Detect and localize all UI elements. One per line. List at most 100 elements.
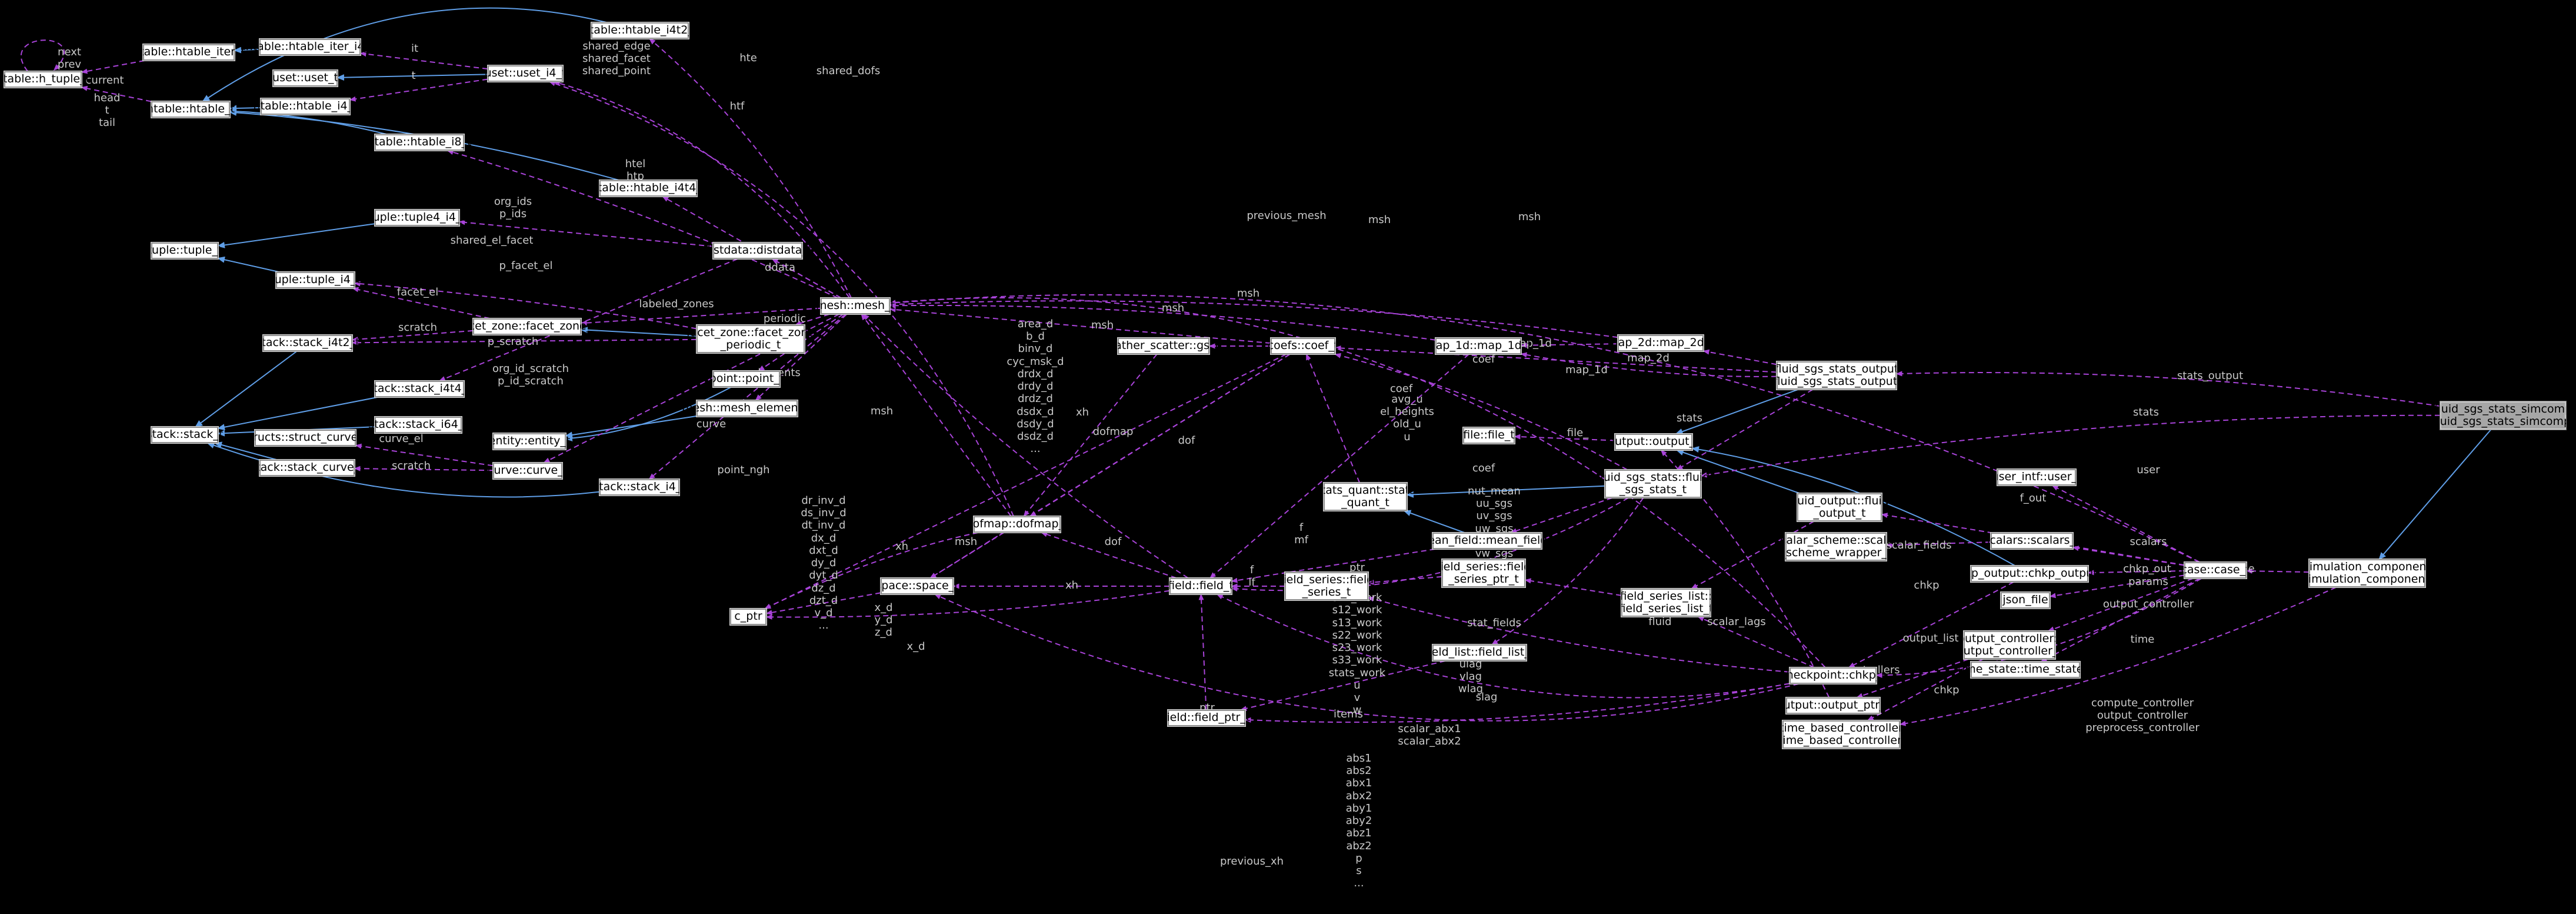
graph-edge-use	[1867, 659, 1984, 721]
graph-edge-inherit	[217, 397, 378, 431]
graph-node-simulation_component[interactable]: simulation_component ::simulation_compon…	[2295, 559, 2440, 588]
graph-edge-use	[765, 592, 881, 616]
graph-node-h_tuple[interactable]: htable::h_tuple_t	[0, 71, 90, 88]
graph-node-file[interactable]: file::file_t	[1462, 427, 1515, 444]
graph-node-uset_i4[interactable]: uset::uset_i4_t	[485, 65, 566, 82]
edge-label: f lf	[1248, 564, 1255, 589]
graph-node-htable_i4[interactable]: htable::htable_i4_t	[254, 98, 357, 115]
edge-label: shared_el_facet	[450, 234, 534, 247]
edge-label: chkp	[1934, 684, 1960, 696]
graph-edge-inherit	[1675, 389, 1798, 435]
edge-label: scalar_lags	[1707, 616, 1766, 628]
graph-node-output_ptr[interactable]: output::output_ptr_t	[1777, 697, 1889, 714]
edge-label: stats_output	[2177, 370, 2244, 382]
graph-node-time_state[interactable]: time_state::time_state_t	[1958, 661, 2093, 679]
graph-node-space[interactable]: space::space_t	[875, 577, 959, 595]
edge-label: ulag vlag wlag	[1458, 658, 1484, 696]
graph-edge-use	[81, 85, 152, 102]
graph-node-case[interactable]: case::case_t	[2181, 561, 2250, 579]
graph-node-stack_i4t2[interactable]: stack::stack_i4t2_t	[255, 334, 360, 352]
graph-node-user[interactable]: user_intf::user_t	[1992, 468, 2081, 486]
graph-node-htable_i4t4[interactable]: htable::htable_i4t4_t	[591, 180, 706, 197]
edge-label: msh	[1368, 214, 1391, 226]
graph-node-field_series_list[interactable]: field_series_list:: field_series_list_t	[1618, 588, 1714, 617]
graph-edge-use	[1520, 343, 1618, 348]
edge-label: abs1 abs2 abx1 abx2 aby1 aby2 abz1 abz2 …	[1345, 752, 1372, 890]
graph-node-field_series_ptr[interactable]: field_series::field _series_ptr_t	[1437, 559, 1531, 588]
graph-edge-use	[2049, 574, 2185, 599]
graph-edge-use	[1231, 549, 1435, 583]
graph-node-chkp_output[interactable]: chkp_output::chkp_output_t	[1951, 565, 2108, 583]
graph-node-coef[interactable]: coefs::coef_t	[1268, 337, 1338, 355]
graph-edge-inherit	[1403, 510, 1465, 533]
graph-node-map_1d[interactable]: map_1d::map_1d_t	[1425, 337, 1532, 355]
graph-node-facet_zone[interactable]: facet_zone::facet_zone_t	[458, 318, 596, 335]
edge-label: org_ids p_ids	[494, 195, 532, 221]
graph-node-htable_iter[interactable]: htable::htable_iter_t	[132, 44, 245, 61]
graph-node-mesh_element[interactable]: mesh::mesh_element_t	[682, 400, 812, 417]
graph-node-json_file[interactable]: json_file	[2000, 591, 2051, 609]
graph-edge-use	[649, 38, 852, 298]
graph-edge-inherit	[1691, 446, 2015, 566]
graph-node-htable_iter_i4[interactable]: htable::htable_iter_i4_t	[246, 38, 374, 56]
graph-node-struct_curve[interactable]: structs::struct_curve_t	[243, 429, 368, 447]
graph-node-field_list[interactable]: field_list::field_list_t	[1425, 644, 1534, 662]
graph-node-mesh[interactable]: mesh::mesh_t	[816, 297, 895, 315]
graph-node-c_ptr[interactable]: c_ptr	[729, 608, 767, 626]
edge-label: time	[2130, 633, 2155, 646]
graph-node-fluid_sgs_stats_simcomp[interactable]: fluid_sgs_stats_simcomp ::fluid_sgs_stat…	[2425, 401, 2576, 430]
graph-node-chkp[interactable]: checkpoint::chkp_t	[1780, 667, 1886, 684]
graph-node-map_2d[interactable]: map_2d::map_2d_t	[1607, 334, 1714, 352]
graph-node-entity[interactable]: entity::entity_t	[489, 433, 570, 450]
edge-label: org_id_scratch p_id_scratch	[492, 363, 569, 388]
graph-node-fluid_sgs_stats[interactable]: fluid_sgs_stats::fluid _sgs_stats_t	[1597, 469, 1709, 498]
graph-node-stack_curve[interactable]: stack::stack_curve_t	[250, 459, 364, 477]
graph-node-field_series[interactable]: field_series::field _series_t	[1279, 571, 1374, 601]
graph-edge-use	[771, 258, 841, 298]
graph-edge-use	[929, 532, 1004, 579]
graph-node-time_based_controller[interactable]: time_based_controller ::time_based_contr…	[1771, 720, 1912, 749]
edge-label: nut s11_work s12_work s13_work s22_work …	[1328, 579, 1386, 717]
edge-label: output_controller	[2102, 598, 2194, 610]
graph-node-point[interactable]: point::point_t	[709, 370, 784, 388]
graph-edge-use	[1691, 521, 1814, 589]
graph-node-dofmap[interactable]: dofmap::dofmap_t	[966, 516, 1068, 533]
graph-node-field[interactable]: field::field_t	[1168, 577, 1234, 595]
graph-node-uset[interactable]: uset::uset_t	[272, 69, 338, 87]
edge-label: stat_fields	[1467, 617, 1521, 629]
graph-node-scalar_scheme_wrapper[interactable]: scalar_scheme::scalar _scheme_wrapper_t	[1774, 532, 1898, 561]
graph-node-stack_i4[interactable]: stack::stack_i4_t	[593, 478, 686, 496]
graph-node-output[interactable]: output::output_t	[1608, 433, 1699, 451]
graph-node-output_controller[interactable]: output_controller:: output_controller_t	[1957, 630, 2062, 660]
graph-node-htable_i8[interactable]: htable::htable_i8_t	[368, 134, 471, 151]
graph-node-mean_field[interactable]: mean_field::mean_field_t	[1417, 532, 1557, 550]
graph-node-tuple[interactable]: tuple::tuple_t	[148, 242, 222, 260]
edge-label: xh	[1065, 579, 1079, 591]
graph-edge-inherit	[565, 387, 731, 442]
graph-edge-use	[81, 60, 145, 74]
graph-node-tuple4_i4[interactable]: tuple::tuple4_i4_t	[368, 209, 466, 227]
graph-node-htable[interactable]: htable::htable_t	[146, 101, 235, 118]
graph-edge-use	[1367, 576, 1442, 585]
graph-edge-use	[352, 287, 490, 319]
graph-node-scalars[interactable]: scalars::scalars_t	[1984, 532, 2080, 550]
graph-node-curve[interactable]: curve::curve_t	[488, 462, 568, 480]
edge-label: chkp_out	[2123, 563, 2171, 575]
graph-node-htable_i4t2[interactable]: htable::htable_i4t2_t	[582, 22, 698, 39]
edge-label: point_ngh	[717, 464, 770, 476]
graph-node-gs[interactable]: gather_scatter::gs_t	[1108, 337, 1219, 355]
graph-edge-use	[355, 443, 494, 467]
graph-node-fluid_sgs_stats_output[interactable]: fluid_sgs_stats_output ::fluid_sgs_stats…	[1766, 361, 1907, 390]
graph-node-distdata[interactable]: distdata::distdata_t	[704, 242, 812, 260]
graph-node-field_ptr[interactable]: field::field_ptr_t	[1163, 709, 1250, 727]
graph-node-stack[interactable]: stack::stack_t	[146, 426, 223, 444]
edge-label: x_d	[907, 640, 925, 653]
graph-node-tuple_i4[interactable]: tuple::tuple_i4_t	[270, 271, 361, 289]
graph-node-facet_zone_periodic[interactable]: facet_zone::facet_zone _periodic_t	[687, 324, 815, 354]
graph-node-fluid_output[interactable]: fluid_output::fluid _output_t	[1790, 493, 1889, 522]
graph-node-stack_i4t4[interactable]: stack::stack_i4t4_t	[367, 380, 472, 398]
graph-edge-use	[354, 466, 494, 471]
graph-node-stack_i64[interactable]: stack::stack_i64_t	[368, 416, 468, 434]
graph-node-stats_quant[interactable]: stats_quant::stats _quant_t	[1315, 482, 1415, 511]
